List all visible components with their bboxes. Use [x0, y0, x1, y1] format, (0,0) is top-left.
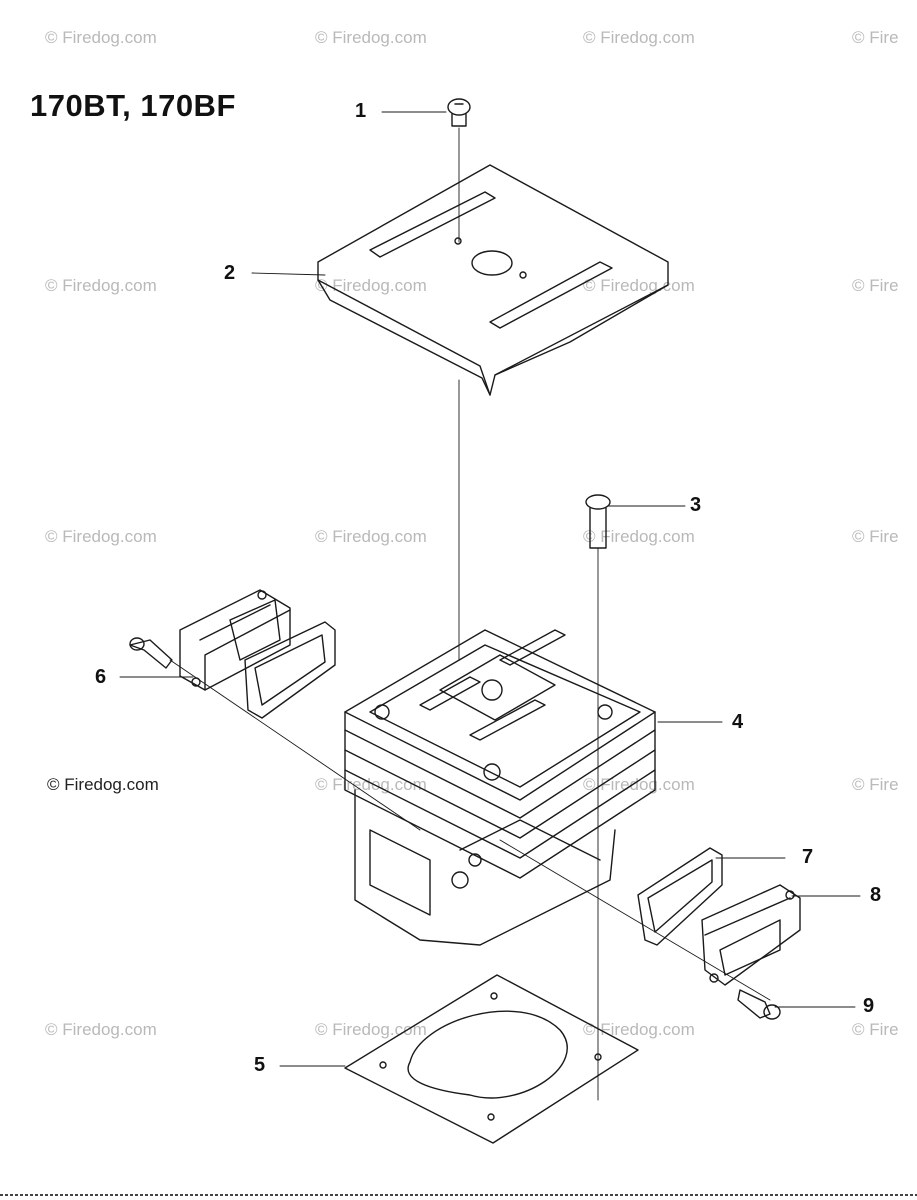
callout-7: 7	[802, 846, 814, 868]
gasket-part-7	[637, 847, 723, 946]
watermark: © Firedog.com	[47, 775, 159, 794]
intake-flange-part-6	[129, 589, 336, 719]
callout-6: 6	[95, 666, 107, 688]
bottom-border	[0, 1194, 917, 1196]
cylinder-part-4	[344, 629, 656, 946]
bolt-part-3	[585, 494, 611, 549]
screw-part-9	[737, 989, 781, 1020]
model-title: 170BT, 170BF	[30, 88, 236, 123]
watermark: © Fire	[852, 775, 899, 794]
watermark: © Firedog.com	[583, 527, 695, 546]
watermark: © Firedog.com	[315, 1020, 427, 1039]
watermark: © Fire	[852, 276, 899, 295]
callout-3: 3	[690, 494, 702, 516]
watermark: © Fire	[852, 1020, 899, 1039]
watermark: © Firedog.com	[45, 28, 157, 47]
watermark: © Firedog.com	[45, 1020, 157, 1039]
assembly-axes	[169, 127, 771, 1101]
screw-part-1	[447, 98, 471, 127]
watermark: © Firedog.com	[45, 276, 157, 295]
heat-shield-part-2	[317, 164, 669, 396]
leader-lines	[119, 111, 861, 1067]
callout-2: 2	[224, 262, 236, 284]
watermark: © Firedog.com	[45, 527, 157, 546]
watermark: © Firedog.com	[315, 527, 427, 546]
callout-5: 5	[254, 1054, 266, 1076]
watermark: © Fire	[852, 527, 899, 546]
callout-9: 9	[863, 995, 875, 1017]
watermark: © Firedog.com	[583, 28, 695, 47]
gasket-part-5	[344, 974, 639, 1144]
watermark: © Fire	[852, 28, 899, 47]
callout-4: 4	[732, 711, 744, 733]
callout-1: 1	[355, 100, 367, 122]
watermark: © Firedog.com	[315, 276, 427, 295]
watermark: © Firedog.com	[583, 1020, 695, 1039]
watermark: © Firedog.com	[583, 775, 695, 794]
flange-part-8	[701, 884, 801, 986]
watermark: © Firedog.com	[315, 775, 427, 794]
watermark: © Firedog.com	[583, 276, 695, 295]
watermark: © Firedog.com	[315, 28, 427, 47]
callout-8: 8	[870, 884, 882, 906]
